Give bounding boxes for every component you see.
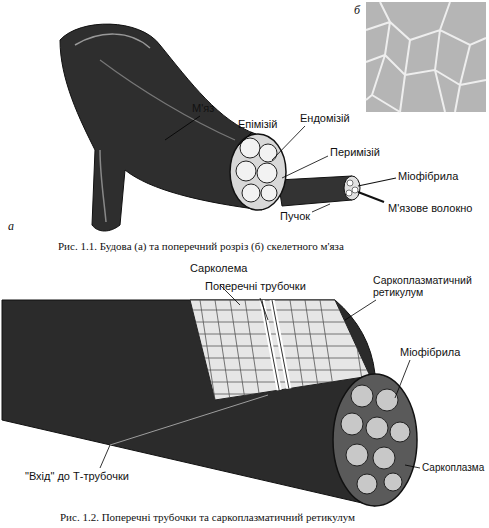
part-label: Ендомізій: [300, 112, 350, 125]
part-label: М'язове волокно: [388, 202, 472, 215]
figure-caption: Рис. 1.2. Поперечні трубочки та саркопла…: [60, 511, 355, 524]
part-label: Міофібрила: [400, 346, 460, 359]
part-label: М'яз: [192, 102, 214, 115]
panel-letter: б: [354, 4, 360, 18]
micrograph: [366, 2, 486, 112]
part-label: Саркоплазматичний ретикулум: [373, 274, 486, 298]
figure-caption: Рис. 1.1. Будова (а) та поперечний розрі…: [58, 240, 344, 253]
part-label: Епімізій: [238, 118, 277, 131]
panel-letter: а: [8, 220, 14, 234]
part-label: Саркоплазма: [422, 462, 484, 474]
muscle-fiber-drawing: [2, 300, 417, 506]
part-label: Пучок: [280, 210, 310, 223]
part-label: Сарколема: [190, 262, 247, 275]
leader-lines: [100, 116, 420, 468]
part-label: "Вхід" до Т-трубочки: [25, 470, 129, 483]
part-label: Міофібрила: [398, 170, 458, 183]
part-label: Перимізій: [330, 146, 380, 159]
part-label: Поперечні трубочки: [205, 280, 306, 293]
muscle-drawing: [60, 24, 396, 231]
